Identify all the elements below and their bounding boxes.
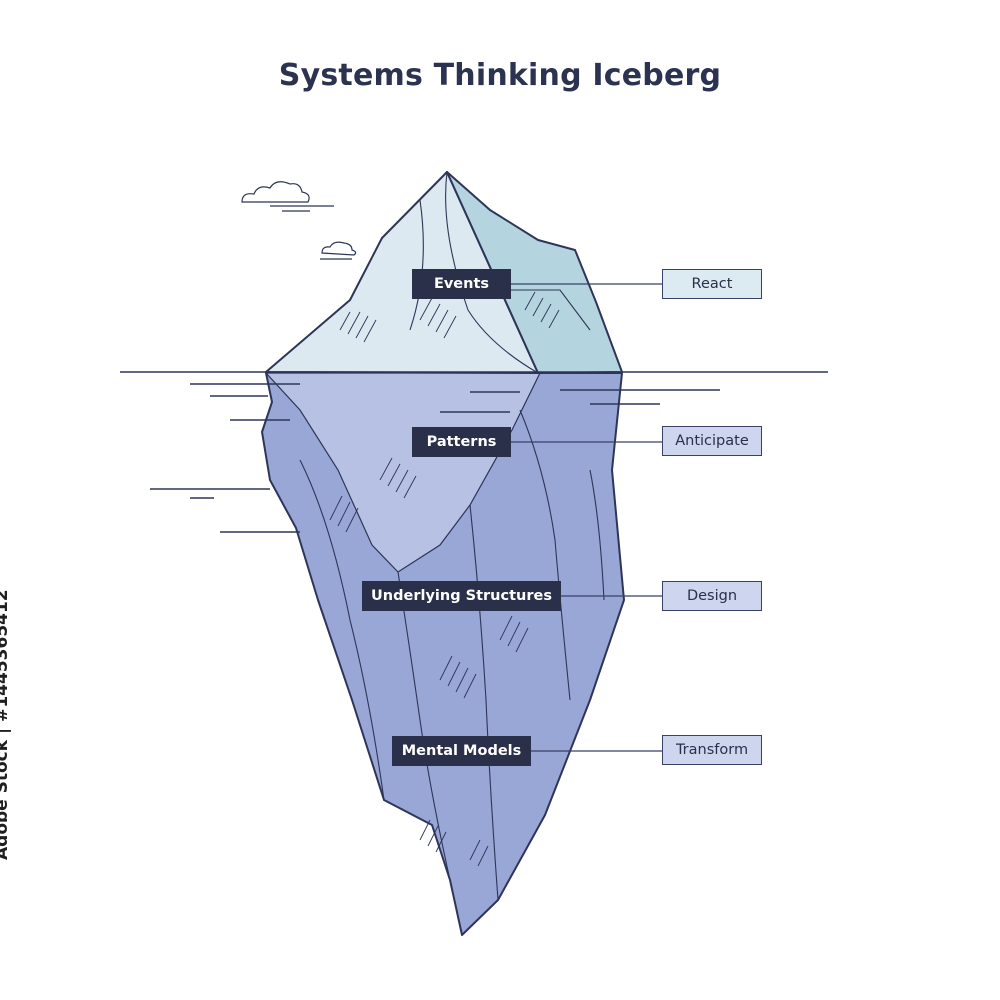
iceberg-underwater-inner bbox=[264, 372, 541, 573]
response-label-anticipate: Anticipate bbox=[662, 426, 762, 456]
level-label-underlying-structures: Underlying Structures bbox=[362, 581, 561, 611]
iceberg-tip-dark bbox=[446, 171, 623, 374]
level-label-events: Events bbox=[412, 269, 511, 299]
iceberg-cracks bbox=[299, 171, 605, 901]
cloud-small-icon bbox=[320, 241, 357, 260]
connector-lines bbox=[511, 283, 662, 752]
stock-credit: Adobe Stock | #1445365412 bbox=[0, 589, 12, 860]
page-title: Systems Thinking Iceberg bbox=[278, 58, 722, 93]
response-label-transform: Transform bbox=[662, 735, 762, 765]
iceberg-tip-light bbox=[265, 171, 539, 374]
level-label-patterns: Patterns bbox=[412, 427, 511, 457]
cloud-icon bbox=[241, 181, 334, 212]
level-label-mental-models: Mental Models bbox=[392, 736, 531, 766]
iceberg-underwater bbox=[261, 372, 625, 936]
water-lines bbox=[120, 371, 828, 533]
response-label-react: React bbox=[662, 269, 762, 299]
response-label-design: Design bbox=[662, 581, 762, 611]
iceberg-hatching bbox=[329, 291, 560, 867]
